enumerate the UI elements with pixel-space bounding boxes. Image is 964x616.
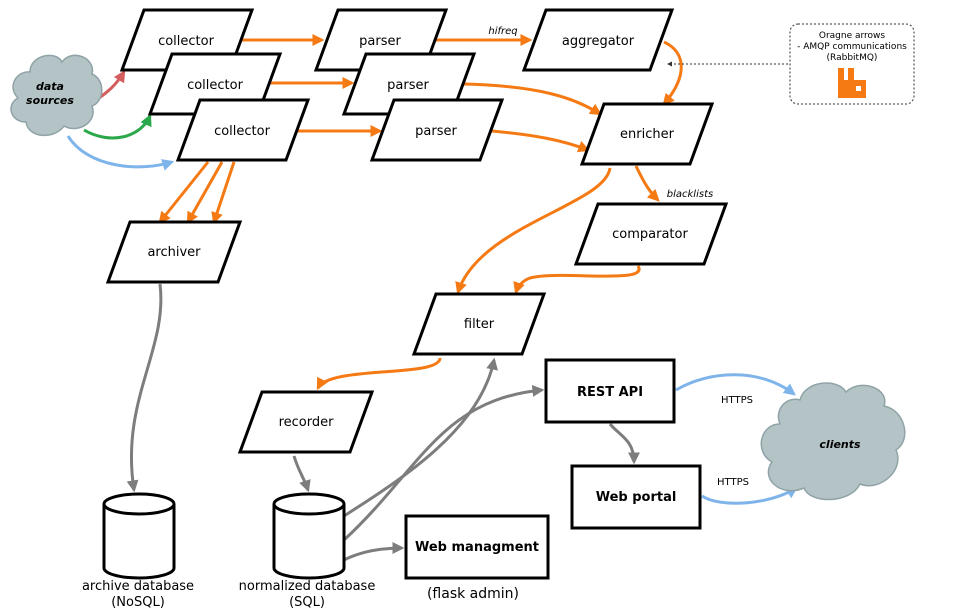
rabbitmq-icon xyxy=(838,68,866,98)
enricher-node: enricher xyxy=(579,102,715,166)
parser-3-node: parser xyxy=(369,98,505,162)
edge-collector-archiver-2 xyxy=(186,161,224,225)
archiver-node: archiver xyxy=(105,220,243,284)
edge-parser-2-enricher xyxy=(463,82,603,116)
hifreq-label: hifreq xyxy=(488,26,517,37)
normalized-database: normalized database (SQL) xyxy=(239,492,376,610)
data-sources-cloud: data sources xyxy=(10,54,103,136)
edge-sources-collector-2 xyxy=(83,113,152,140)
edge-rest-api-web-portal xyxy=(608,423,640,465)
https-label-1: HTTPS xyxy=(721,395,753,406)
edge-aggregator-enricher xyxy=(662,40,683,106)
https-label-2: HTTPS xyxy=(717,477,749,488)
normalized-database-label-line2: (SQL) xyxy=(289,595,325,610)
edge-collector-archiver-3 xyxy=(211,161,236,225)
rest-api-node: REST API xyxy=(544,358,676,424)
edge-parser-3-enricher xyxy=(491,129,591,153)
web-managment-node: Web managment xyxy=(404,514,550,580)
rest-api-label: REST API xyxy=(577,385,643,400)
recorder-label: recorder xyxy=(279,415,335,430)
data-sources-label-line1: data xyxy=(36,80,64,93)
edges xyxy=(66,34,799,562)
aggregator-node: aggregator xyxy=(521,8,675,72)
normalized-database-label-line1: normalized database xyxy=(239,579,376,594)
web-managment-label: Web managment xyxy=(415,540,539,555)
edge-rest-api-clients xyxy=(675,373,796,396)
collector-1-label: collector xyxy=(158,34,215,49)
web-portal-node: Web portal xyxy=(570,464,702,530)
edge-enricher-comparator xyxy=(634,165,660,202)
archiver-label: archiver xyxy=(147,245,201,260)
archive-database-label-line2: (NoSQL) xyxy=(111,595,165,610)
edge-archiver-archive-db xyxy=(126,283,163,493)
edge-normalized-db-web-managment xyxy=(343,542,405,562)
archive-database-label-line1: archive database xyxy=(82,579,194,594)
edge-collector-archiver-1 xyxy=(158,161,210,224)
edge-filter-recorder xyxy=(316,357,442,391)
edge-recorder-normalized-db xyxy=(292,455,311,493)
filter-node: filter xyxy=(411,292,547,356)
clients-cloud: clients xyxy=(760,382,906,501)
enricher-label: enricher xyxy=(620,127,675,142)
legend-box: Oragne arrows - AMQP communications (Rab… xyxy=(789,23,915,105)
edge-normalized-db-rest-api xyxy=(342,384,545,542)
legend-line3: (RabbitMQ) xyxy=(827,53,878,63)
edge-normalized-db-filter xyxy=(343,357,498,518)
collector-3-label: collector xyxy=(214,124,271,139)
collector-2-label: collector xyxy=(187,78,244,93)
archive-database: archive database (NoSQL) xyxy=(82,492,194,610)
comparator-label: comparator xyxy=(612,227,688,242)
data-sources-label-line2: sources xyxy=(26,94,74,107)
parser-1-label: parser xyxy=(359,34,401,49)
blacklists-label: blacklists xyxy=(667,189,713,200)
legend-line2: - AMQP communications xyxy=(797,42,907,52)
legend-line1: Oragne arrows xyxy=(819,31,886,41)
filter-label: filter xyxy=(464,317,495,332)
flask-admin-label: (flask admin) xyxy=(427,586,519,602)
edge-enricher-filter xyxy=(455,167,612,295)
comparator-node: comparator xyxy=(573,202,729,266)
clients-label: clients xyxy=(819,438,861,451)
parser-3-label: parser xyxy=(415,124,457,139)
aggregator-label: aggregator xyxy=(562,34,635,49)
edge-web-portal-clients xyxy=(701,486,799,505)
edge-sources-collector-3 xyxy=(66,135,175,171)
edge-comparator-filter xyxy=(513,265,641,295)
collector-3-node: collector xyxy=(175,98,311,162)
recorder-node: recorder xyxy=(237,390,375,454)
parser-2-label: parser xyxy=(387,78,429,93)
web-portal-label: Web portal xyxy=(596,490,677,505)
